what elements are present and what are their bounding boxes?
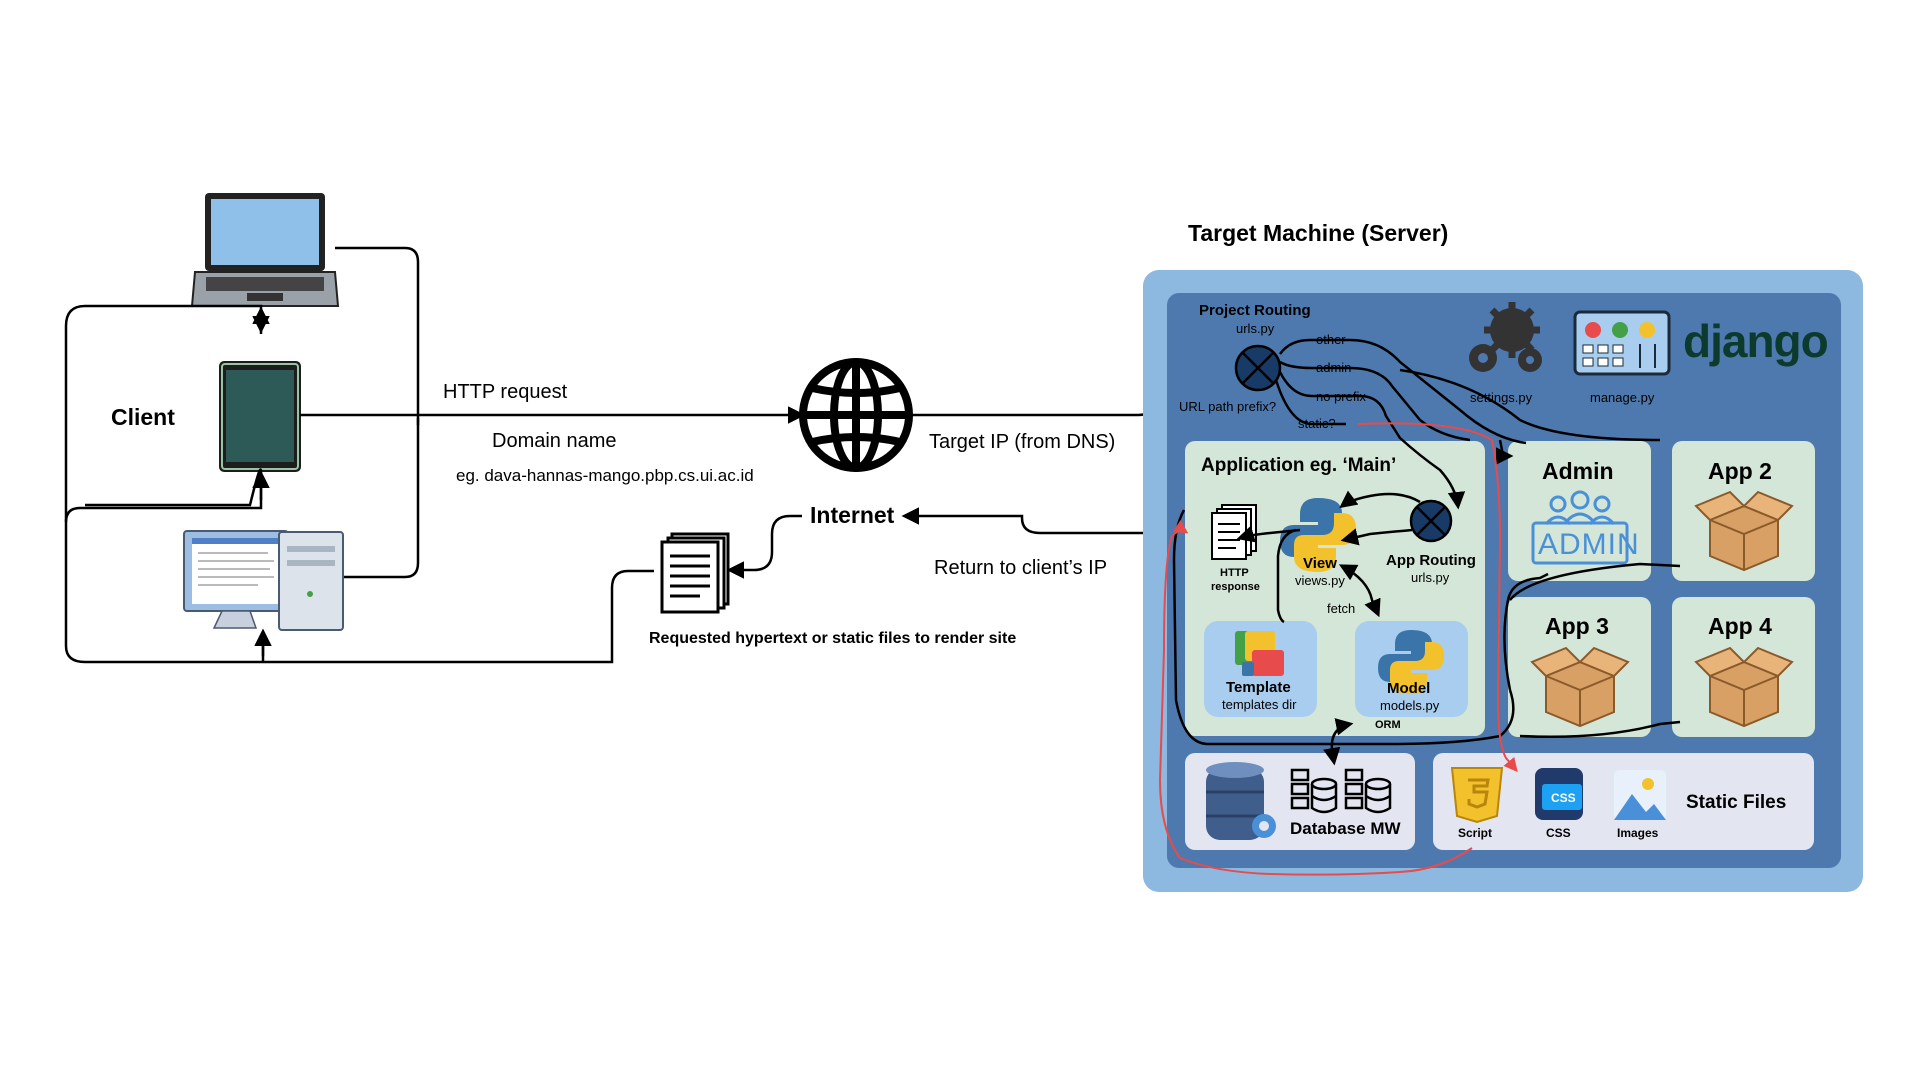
admin-title: Admin [1542,458,1614,484]
css-badge: CSS [1551,791,1576,805]
model-file: models.py [1380,698,1440,713]
orm-label: ORM [1375,719,1401,731]
url-prefix-question: URL path prefix? [1179,399,1277,414]
html5-script-icon [1450,767,1504,824]
return-label: Return to client’s IP [934,557,1108,579]
template-icon [1235,631,1284,676]
branch-static: static? [1298,416,1336,431]
app-routing-title: App Routing [1386,552,1476,569]
http-response-label-2: response [1211,581,1260,593]
settings-label: settings.py [1470,390,1533,405]
database-server-icon [1206,762,1276,840]
desktop-computer-icon [183,530,344,631]
app-routing-node [1409,499,1453,543]
model-python-icon [1378,630,1444,694]
app4-box-icon [1694,646,1794,728]
manage-dashboard-icon [1573,310,1671,376]
admin-app-box [1508,441,1651,581]
app3-box-icon [1530,646,1630,728]
http-response-label-1: HTTP [1220,567,1249,579]
fetch-label: fetch [1327,601,1356,616]
internet-to-docs-arrow [726,514,802,579]
database-title: Database MW [1290,819,1401,838]
images-label: Images [1617,826,1659,840]
branch-other: other [1316,332,1346,347]
admin-people-icon [1531,490,1629,565]
app4-title: App 4 [1708,613,1772,639]
branch-no-prefix: no prefix [1316,389,1366,404]
django-logo: django [1683,315,1829,367]
http-response-icon [1211,504,1257,560]
document-icon [660,532,730,614]
domain-example-label: eg. dava-hannas-mango.pbp.cs.ui.ac.id [456,466,754,485]
return-line [901,507,1148,535]
domain-name-label: Domain name [492,430,617,452]
static-red-return-path [1158,519,1473,876]
view-title: View [1303,555,1337,572]
laptop-icon [190,193,340,307]
internet-label: Internet [810,502,895,528]
app-routing-file: urls.py [1411,570,1450,585]
internal-routing-lines [1172,338,1681,766]
project-routing-node [1234,344,1282,392]
template-file: templates dir [1222,697,1297,712]
app3-title: App 3 [1545,613,1609,639]
css-file-icon [1535,768,1583,820]
globe-icon [799,358,913,472]
app2-box-icon [1694,490,1794,572]
css-label: CSS [1546,826,1571,840]
view-python-icon [1280,498,1356,572]
template-title: Template [1226,679,1291,696]
images-icon [1614,770,1666,820]
script-label: Script [1458,826,1493,840]
model-title: Model [1387,680,1431,697]
manage-label: manage.py [1590,390,1655,405]
requested-files-label: Requested hypertext or static files to r… [649,630,1017,647]
view-file: views.py [1295,573,1345,588]
project-routing-file: urls.py [1236,321,1275,336]
target-ip-label: Target IP (from DNS) [929,431,1116,453]
database-stack-icon [1290,768,1392,814]
http-request-label: HTTP request [443,381,568,403]
server-title: Target Machine (Server) [1188,220,1449,246]
settings-gear-icon [1469,302,1542,372]
admin-badge: ADMIN [1538,528,1640,561]
branch-admin: admin [1316,360,1352,375]
tablet-icon [219,361,301,472]
application-title: Application eg. ‘Main’ [1201,455,1397,476]
static-red-path [1357,422,1518,773]
static-files-title: Static Files [1686,792,1787,813]
app2-title: App 2 [1708,458,1772,484]
client-label: Client [111,404,175,430]
project-routing-title: Project Routing [1199,302,1311,319]
